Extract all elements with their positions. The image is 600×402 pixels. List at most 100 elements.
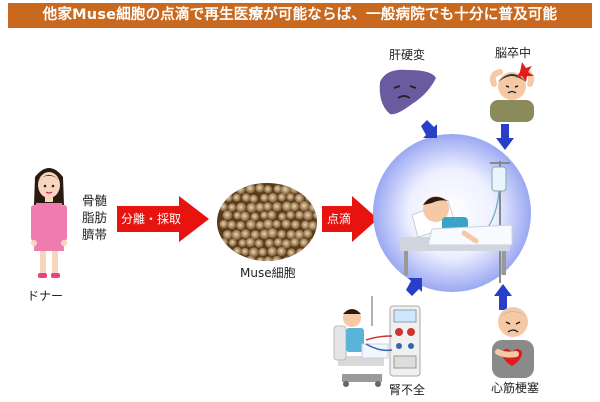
muse-cell <box>272 201 282 212</box>
muse-cell <box>254 239 264 248</box>
muse-cell <box>267 227 278 239</box>
separate-arrow-label: 分離・採取 <box>121 212 182 226</box>
muse-cell <box>227 257 237 261</box>
muse-cell <box>223 247 233 257</box>
muse-cell <box>240 229 251 239</box>
muse-cell <box>248 247 259 258</box>
muse-cell <box>273 184 282 194</box>
muse-cell <box>255 202 265 212</box>
muse-cell <box>246 202 257 213</box>
muse-cell-label: Muse細胞 <box>240 266 296 280</box>
heart-blue-arrow <box>494 284 512 310</box>
muse-cell <box>218 256 228 261</box>
muse-cell <box>286 229 296 240</box>
muse-cell <box>299 238 309 248</box>
muse-cell <box>255 220 265 230</box>
muse-cell <box>291 256 300 261</box>
muse-cell <box>286 193 295 202</box>
muse-cell <box>256 256 265 261</box>
muse-cell <box>245 183 256 194</box>
muse-cell <box>219 238 229 247</box>
donor-label: ドナー <box>27 289 64 303</box>
muse-cell <box>303 229 313 239</box>
muse-cell <box>296 248 306 258</box>
muse-cell <box>281 201 293 212</box>
muse-cell <box>237 257 247 261</box>
muse-cell <box>308 203 317 213</box>
muse-cell <box>249 194 259 204</box>
muse-cell <box>232 193 241 202</box>
muse-cell <box>236 185 246 195</box>
muse-cell <box>294 193 305 204</box>
muse-cell <box>277 193 287 202</box>
muse-cell <box>286 248 296 258</box>
kidney-blue-arrow <box>406 278 422 296</box>
muse-cell <box>246 219 257 230</box>
muse-cell <box>300 220 310 230</box>
muse-cell <box>219 184 228 194</box>
dialysis-patient-icon <box>333 296 421 387</box>
muse-cell <box>294 229 305 240</box>
muse-cell-cluster <box>217 183 317 261</box>
myocardial-infarction-label: 心筋梗塞 <box>491 381 540 395</box>
muse-cell <box>227 203 237 212</box>
muse-cell <box>312 192 317 203</box>
muse-cell <box>272 219 282 229</box>
muse-cell <box>267 210 277 220</box>
muse-cell <box>303 210 314 221</box>
page-title: 他家Muse細胞の点滴で再生医療が可能ならば、一般病院でも十分に普及可能 <box>8 3 592 28</box>
muse-cell <box>228 238 237 247</box>
muse-cell <box>241 193 251 203</box>
muse-cell <box>281 219 291 229</box>
muse-cell <box>241 247 250 256</box>
muse-cell <box>227 220 237 230</box>
muse-cell <box>289 183 301 195</box>
stroke-label: 脳卒中 <box>495 46 532 60</box>
muse-cell <box>240 211 250 222</box>
heart-attack-patient-icon <box>492 307 534 378</box>
donor-figure <box>31 168 67 278</box>
muse-cell <box>260 193 269 203</box>
muse-cell <box>303 247 312 256</box>
muse-cell <box>263 185 273 194</box>
muse-cell <box>227 184 237 194</box>
muse-cell <box>299 184 309 194</box>
muse-cell <box>295 210 305 220</box>
muse-cell <box>305 193 315 203</box>
liver-blue-arrow <box>421 120 437 138</box>
muse-cell <box>265 238 274 248</box>
muse-cell <box>236 202 247 213</box>
muse-cell <box>263 202 273 212</box>
muse-cell <box>290 237 300 247</box>
muse-cell <box>309 237 317 247</box>
stroke-blue-arrow <box>496 124 514 150</box>
muse-cell <box>245 237 256 248</box>
muse-cell <box>267 192 278 203</box>
muse-cell <box>299 200 310 212</box>
source-umbilical-cord: 臍帯 <box>82 227 108 242</box>
muse-cell <box>232 246 242 256</box>
muse-cell <box>277 229 287 239</box>
muse-cell <box>255 183 265 193</box>
cell-sources: 骨髄 脂肪 臍帯 <box>82 192 107 243</box>
stroke-patient-icon <box>489 62 535 122</box>
separate-arrow <box>117 196 209 242</box>
muse-cell <box>312 247 317 258</box>
drip-arrow <box>322 196 378 242</box>
muse-cell <box>238 238 247 248</box>
muse-cell <box>289 202 300 212</box>
muse-cell <box>259 229 270 240</box>
muse-cell <box>286 210 295 220</box>
muse-cell <box>263 219 274 230</box>
patient-treatment-circle <box>373 134 531 292</box>
muse-cell <box>276 246 287 257</box>
muse-cell <box>231 229 242 240</box>
muse-cell <box>250 230 260 240</box>
source-bone-marrow: 骨髄 <box>82 193 108 208</box>
drip-arrow-label: 点滴 <box>327 212 352 226</box>
muse-cell <box>280 184 291 196</box>
muse-cell <box>224 193 233 203</box>
muse-cell <box>278 212 287 221</box>
muse-cell <box>281 239 292 249</box>
source-adipose: 脂肪 <box>82 210 108 225</box>
